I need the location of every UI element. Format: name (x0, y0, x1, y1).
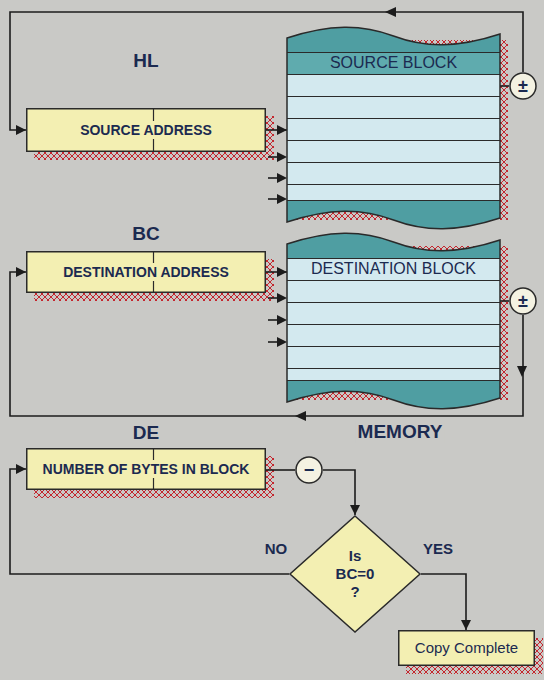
data-arrow-head (277, 194, 287, 204)
adder-circle: ± (509, 72, 537, 100)
memory-row-line (287, 162, 500, 163)
area-label: MEMORY (356, 421, 445, 443)
memory-row-line (287, 380, 500, 381)
memory-row-line (287, 280, 500, 281)
flow-connector (500, 85, 509, 87)
node-label: DESTINATION BLOCK (311, 258, 476, 280)
flow-connector (500, 300, 509, 302)
memory-row-line (287, 140, 500, 141)
memory-block: DESTINATION BLOCK (287, 232, 500, 410)
memory-row-line (287, 258, 500, 259)
memory-row-line (287, 324, 500, 325)
memory-outline (287, 27, 500, 229)
register-box: BCDESTINATION ADDRESS (26, 251, 266, 293)
node-label: SOURCE BLOCK (330, 52, 457, 74)
memory-row-line (287, 52, 500, 53)
node-label: ± (518, 291, 528, 311)
register-name: BC (26, 223, 266, 245)
memory-row-line (287, 118, 500, 119)
memory-row-line (287, 96, 500, 97)
box-outline (399, 631, 535, 666)
box-outline (27, 449, 266, 490)
memory-block: SOURCE BLOCK (287, 26, 500, 230)
node-label: Copy Complete (415, 639, 518, 657)
node-outline (287, 232, 500, 410)
edge-label: YES (421, 540, 455, 558)
box-outline (27, 109, 266, 152)
memory-band (287, 27, 500, 52)
memory-row-line (287, 368, 500, 369)
process-box: Copy Complete (398, 630, 535, 666)
node-label: − (304, 460, 315, 480)
memory-row-line (287, 184, 500, 185)
memory-row-line (287, 200, 500, 201)
register-box: DENUMBER OF BYTES IN BLOCK (26, 448, 266, 490)
flow-connector (266, 271, 287, 273)
node-label: ± (518, 76, 528, 96)
flow-arrow-head (517, 366, 527, 377)
data-arrow-head (277, 152, 287, 162)
memory-row-line (287, 74, 500, 75)
memory-band (287, 233, 500, 258)
data-arrow-head (277, 315, 287, 325)
decision-diamond: Is BC=0 ? (289, 515, 421, 633)
node-label: Is BC=0 ? (336, 547, 375, 601)
flow-connector (421, 574, 466, 630)
register-name: DE (26, 422, 266, 444)
box-outline (27, 252, 266, 293)
edge-label: NO (263, 540, 290, 558)
flow-connector (266, 469, 295, 471)
register-name: HL (26, 50, 266, 72)
node-label: NUMBER OF BYTES IN BLOCK (40, 460, 253, 478)
data-arrow-head (277, 173, 287, 183)
memory-row-line (287, 346, 500, 347)
data-arrow-head (277, 337, 287, 347)
register-box: HLSOURCE ADDRESS (26, 108, 266, 152)
node-label: SOURCE ADDRESS (77, 121, 215, 139)
flow-connector (266, 129, 287, 131)
diamond-outline (290, 516, 420, 632)
memory-fill (287, 233, 500, 409)
memory-fill (287, 27, 500, 229)
hatch-shadow (34, 456, 274, 498)
circle-outline (296, 457, 322, 483)
node-label: DESTINATION ADDRESS (60, 263, 232, 281)
adder-circle: ± (509, 287, 537, 315)
adder-circle: − (295, 456, 323, 484)
memory-row-line (287, 302, 500, 303)
memory-row-highlight (287, 52, 500, 74)
flow-connector (323, 470, 355, 515)
data-arrow-head (277, 293, 287, 303)
memory-outline (287, 233, 500, 409)
circle-outline (510, 73, 536, 99)
circle-outline (510, 288, 536, 314)
